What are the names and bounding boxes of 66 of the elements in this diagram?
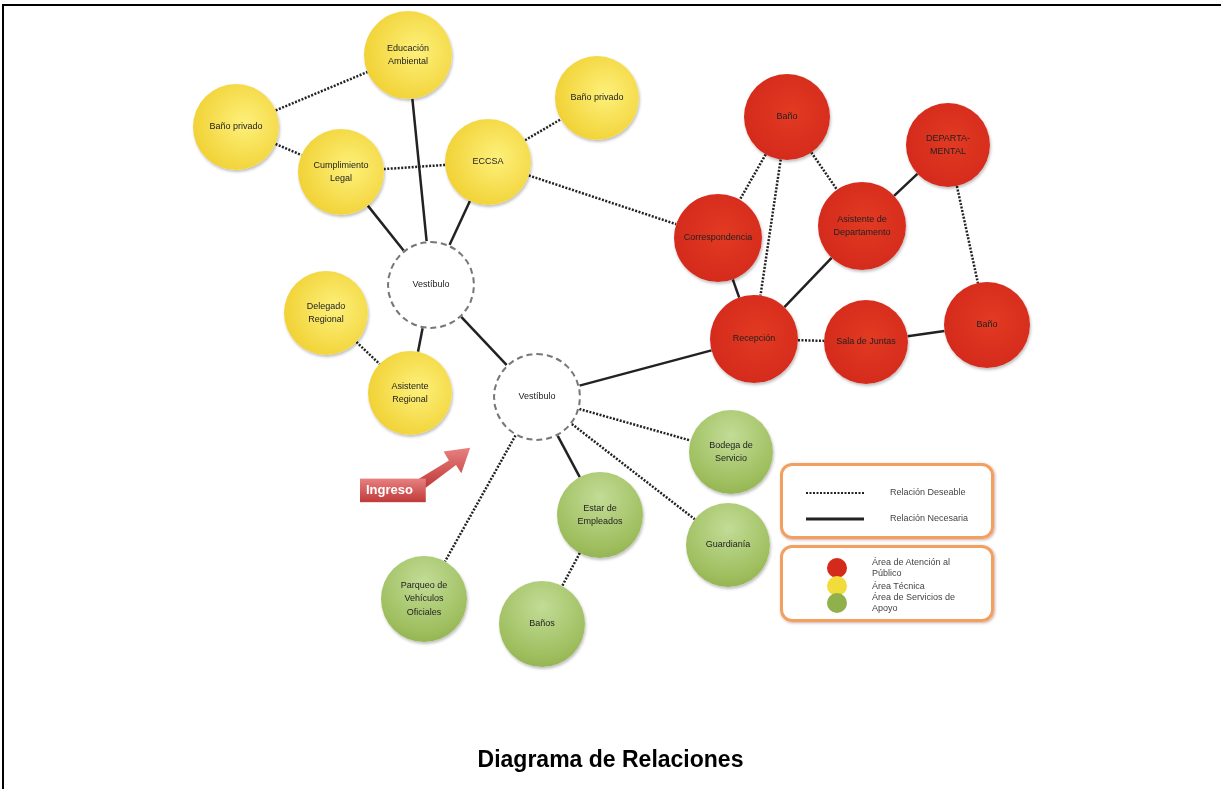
node-label: Baño privado	[208, 120, 264, 134]
node-label: ECCSA	[471, 155, 505, 169]
dotted-connector	[955, 185, 980, 284]
circle-node	[818, 182, 906, 270]
dotted-connector	[571, 422, 696, 521]
dotted-connector	[524, 118, 562, 142]
legend-label: Área de Servicios de Apoyo	[872, 592, 957, 614]
node-label: Recepción	[731, 332, 777, 346]
circle-node	[557, 472, 643, 558]
solid-connector	[893, 172, 919, 197]
node-label: Asistente Regional	[390, 379, 430, 406]
node-label: Bodega de Servicio	[708, 438, 754, 465]
node-label: Parqueo de Vehículos Oficiales	[399, 578, 449, 619]
legend-label: Área Técnica	[872, 581, 926, 592]
node-label: Vestíbulo	[517, 390, 557, 404]
circle-node	[674, 194, 762, 282]
circle-node	[298, 129, 384, 215]
node-label: Baños	[528, 617, 556, 631]
solid-connector	[783, 256, 833, 309]
node-label: Vestíbulo	[411, 278, 451, 292]
solid-connector	[411, 98, 428, 242]
arrow-label: Ingreso	[366, 482, 413, 497]
dotted-connector	[797, 338, 825, 343]
node-label: Baño privado	[569, 91, 625, 105]
node-label: Baño	[975, 318, 999, 332]
node-label: Cumplimiento Legal	[312, 158, 370, 185]
solid-connector	[416, 327, 424, 352]
legend-label: Relación Necesaria	[890, 513, 969, 523]
dotted-connector	[383, 163, 446, 171]
dotted-connector	[738, 153, 767, 201]
node-label: Correspondencia	[682, 231, 754, 245]
node-label: Delegado Regional	[305, 299, 347, 326]
circle-node	[381, 556, 467, 642]
dotted-connector	[355, 341, 381, 365]
dotted-connector	[275, 70, 368, 112]
node-label: Estar de Empleados	[576, 501, 624, 528]
solid-connector	[731, 279, 741, 298]
circle-node	[710, 295, 798, 383]
node-label: Guardianía	[704, 538, 752, 552]
legend-label: Relación Deseable	[890, 487, 966, 497]
solid-connector	[556, 435, 581, 478]
circle-node	[368, 351, 452, 435]
node-label: Baño	[775, 110, 799, 124]
solid-connector	[366, 204, 405, 252]
node-label: DEPARTA- MENTAL	[925, 131, 971, 158]
circle-node	[555, 56, 639, 140]
dotted-connector	[275, 142, 302, 157]
legend-label: Área de Atención al Público	[872, 557, 952, 579]
diagram-title: Diagrama de Relaciones	[476, 746, 745, 773]
node-label: Asistente de Departamento	[832, 212, 892, 239]
circle-node	[499, 581, 585, 667]
dotted-connector	[443, 434, 517, 563]
solid-connector	[579, 349, 712, 387]
circle-node	[906, 103, 990, 187]
dotted-connector	[579, 407, 691, 442]
solid-connector	[907, 329, 945, 338]
dotted-connector	[561, 552, 581, 587]
solid-connector	[448, 200, 472, 246]
node-label: Educación Ambiental	[386, 41, 430, 68]
solid-connector	[460, 316, 508, 366]
circle-node	[686, 503, 770, 587]
node-label: Sala de Juntas	[835, 335, 897, 349]
entrance-arrow	[360, 446, 472, 504]
dotted-connector	[810, 151, 839, 191]
dotted-connector	[759, 159, 782, 296]
dotted-connector	[528, 174, 677, 226]
